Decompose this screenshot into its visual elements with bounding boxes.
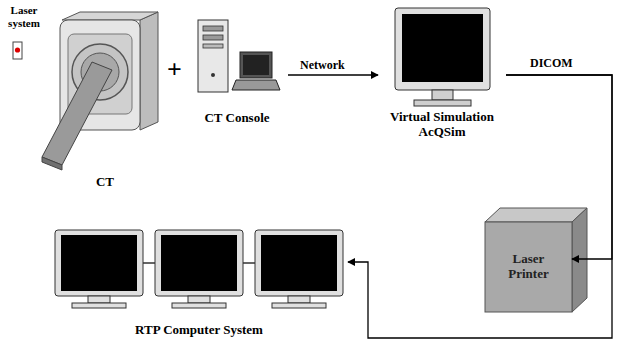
edge-label: DICOM xyxy=(530,56,573,71)
laser-system: Laser system xyxy=(0,4,48,40)
rtp-computer-system: RTP Computer System xyxy=(50,228,348,338)
plus-sign: + xyxy=(167,55,182,85)
connector-arrow xyxy=(506,75,612,259)
connector-arrow xyxy=(348,75,612,338)
node-label: CT Console xyxy=(204,111,269,126)
node-label: Laser system xyxy=(2,4,46,29)
ct-scanner: CT xyxy=(40,8,170,190)
connector-arrow xyxy=(288,74,378,75)
laser-printer: Laser Printer xyxy=(485,222,572,312)
ct-console: CT Console xyxy=(186,14,288,126)
node-label: CT xyxy=(96,175,114,190)
node-label: RTP Computer System xyxy=(135,323,263,338)
node-label: Laser Printer xyxy=(494,252,564,282)
node-label: Virtual Simulation AcQSim xyxy=(380,110,504,140)
edge-label: Network xyxy=(300,58,345,73)
virtual-simulation: Virtual Simulation AcQSim xyxy=(378,4,506,140)
